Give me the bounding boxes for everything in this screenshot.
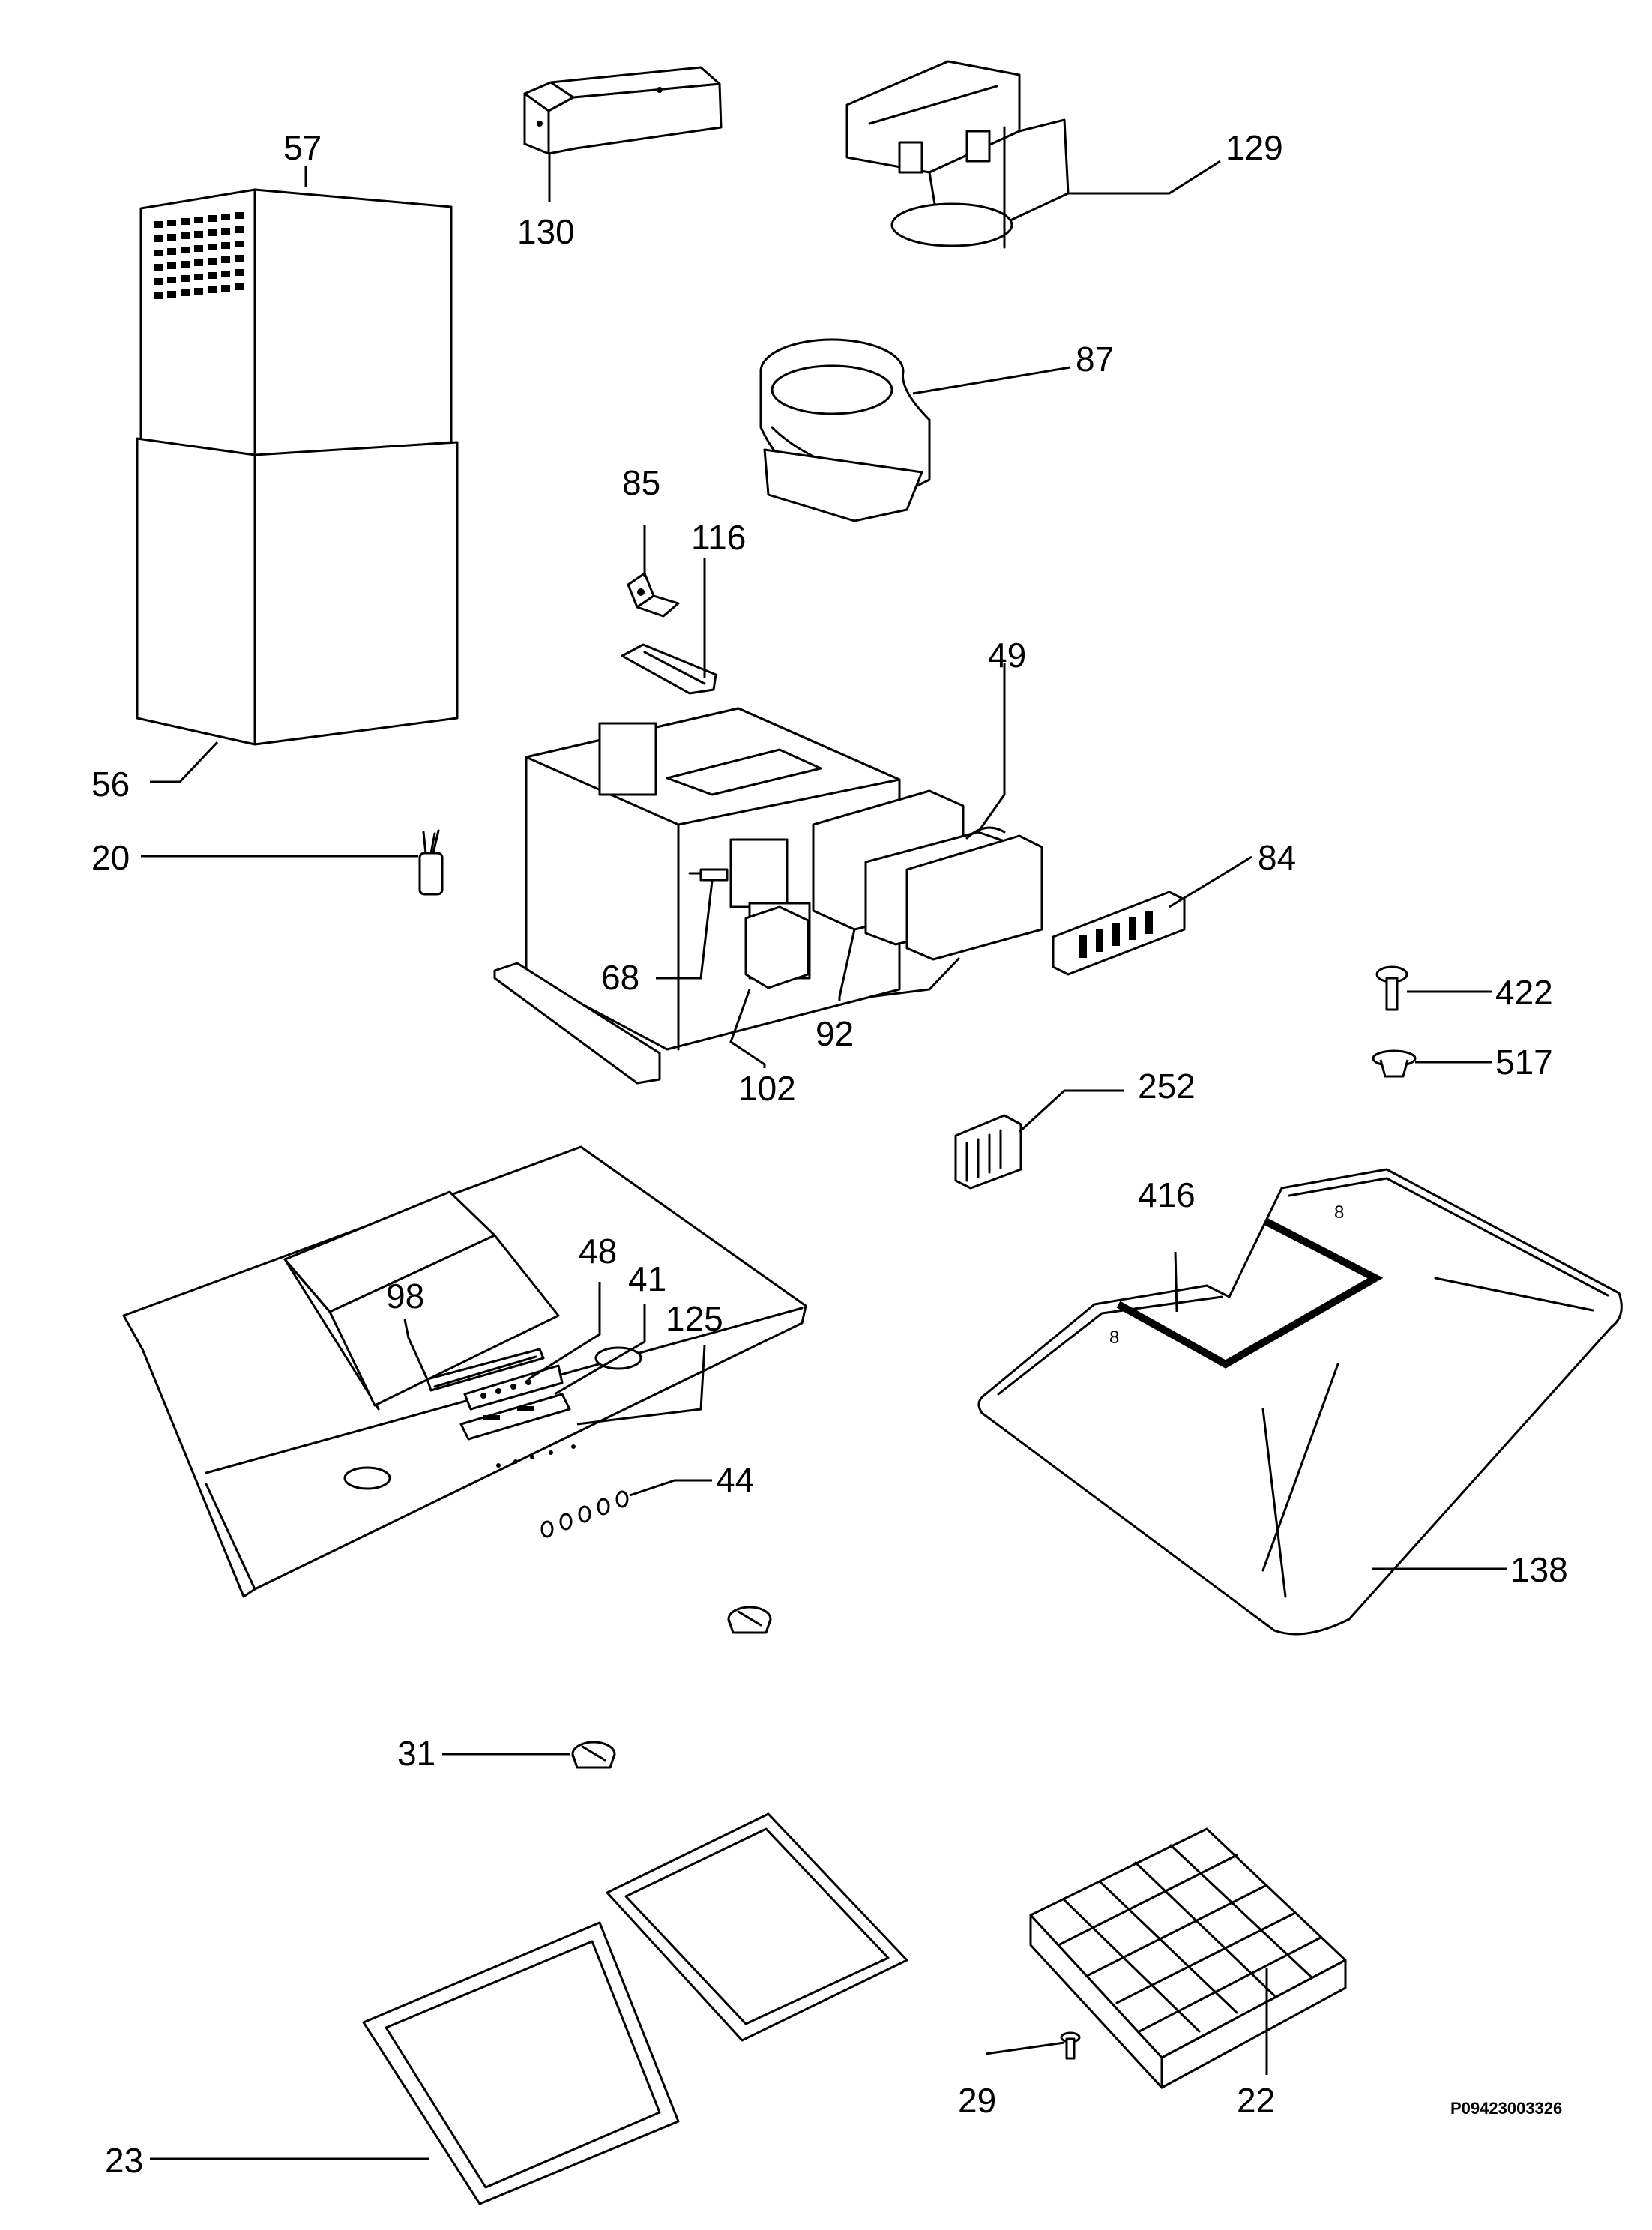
callout-129: 129 bbox=[1226, 128, 1283, 167]
part-23-grease-filter-right[interactable] bbox=[606, 1812, 908, 2042]
callout-22: 22 bbox=[1237, 2081, 1275, 2120]
drawing-code: P09423003326 bbox=[1450, 2099, 1562, 2118]
knob[interactable] bbox=[727, 1606, 772, 1634]
callout-85: 85 bbox=[622, 463, 660, 502]
part-92-board-b[interactable] bbox=[905, 834, 1043, 961]
leader-lines bbox=[141, 154, 1507, 2160]
callout-57: 57 bbox=[283, 128, 322, 167]
part-23-grease-filter-left[interactable] bbox=[362, 1921, 680, 2205]
part-252-light-grille[interactable] bbox=[954, 1114, 1022, 1190]
callout-49: 49 bbox=[988, 636, 1026, 675]
part-57-upper-chimney[interactable] bbox=[139, 188, 453, 459]
part-517-plug[interactable] bbox=[1372, 1049, 1417, 1078]
callout-29: 29 bbox=[958, 2081, 996, 2120]
part-29-screw[interactable] bbox=[1060, 2031, 1081, 2060]
callout-84: 84 bbox=[1258, 838, 1296, 877]
callout-102: 102 bbox=[738, 1069, 796, 1108]
callout-56: 56 bbox=[91, 765, 130, 804]
part-130-bracket[interactable] bbox=[523, 66, 723, 155]
part-98-switch-panel[interactable] bbox=[426, 1348, 545, 1392]
callout-130: 130 bbox=[517, 212, 575, 251]
callout-labels: 57 130 129 87 85 116 49 84 56 20 68 92 1… bbox=[91, 128, 1568, 2180]
part-41-control-unit[interactable] bbox=[459, 1393, 571, 1441]
part-84-terminal-block[interactable] bbox=[1052, 891, 1186, 976]
part-129-duct-adapter[interactable] bbox=[845, 60, 1070, 249]
callout-68: 68 bbox=[601, 958, 639, 997]
part-68-connector[interactable] bbox=[688, 868, 729, 882]
part-22-charcoal-filter[interactable] bbox=[1029, 1827, 1347, 2089]
svg-text:8: 8 bbox=[1334, 1202, 1344, 1223]
part-102-control-box[interactable] bbox=[744, 905, 810, 989]
part-31-knob[interactable] bbox=[571, 1741, 616, 1769]
callout-138: 138 bbox=[1510, 1550, 1568, 1589]
callout-416: 416 bbox=[1138, 1175, 1196, 1214]
part-416-seal[interactable] bbox=[1116, 1218, 1384, 1369]
callout-44: 44 bbox=[716, 1460, 754, 1499]
callout-20: 20 bbox=[91, 838, 130, 877]
callout-517: 517 bbox=[1495, 1043, 1553, 1082]
part-20-capacitor[interactable] bbox=[418, 829, 444, 896]
callout-87: 87 bbox=[1076, 340, 1114, 379]
svg-text:8: 8 bbox=[1109, 1328, 1119, 1348]
callout-125: 125 bbox=[666, 1299, 723, 1338]
callout-92: 92 bbox=[816, 1014, 854, 1053]
callout-31: 31 bbox=[397, 1734, 435, 1773]
part-87-fan-housing[interactable] bbox=[759, 338, 931, 522]
part-56-lower-chimney[interactable] bbox=[136, 437, 459, 746]
part-44-buttons[interactable] bbox=[540, 1490, 629, 1538]
callout-252: 252 bbox=[1138, 1067, 1196, 1106]
callout-116: 116 bbox=[691, 518, 746, 557]
part-422-screw[interactable] bbox=[1375, 965, 1408, 1011]
part-85-small-bracket[interactable] bbox=[627, 572, 680, 618]
part-125-indicator-strip[interactable] bbox=[496, 1444, 576, 1468]
part-116-rail[interactable] bbox=[621, 643, 717, 695]
callout-41: 41 bbox=[628, 1259, 666, 1298]
callout-48: 48 bbox=[579, 1232, 617, 1271]
part-138-canopy[interactable]: 8 8 bbox=[977, 1168, 1623, 1636]
vent-grille bbox=[154, 212, 244, 299]
callout-98: 98 bbox=[386, 1277, 424, 1316]
part-48-switch-board[interactable] bbox=[463, 1364, 564, 1411]
callout-422: 422 bbox=[1495, 973, 1553, 1012]
callout-23: 23 bbox=[105, 2141, 143, 2180]
